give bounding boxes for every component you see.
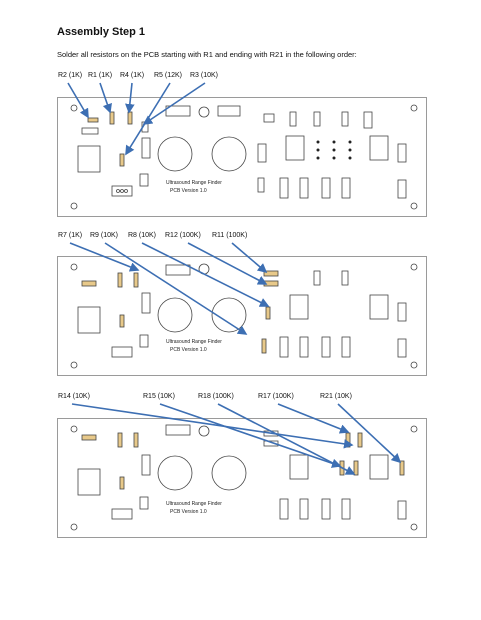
label-r7: R7 (1K): [58, 232, 83, 239]
label-r18: R18 (100K): [198, 393, 234, 400]
pcb-silk-version-2: PCB Version 1.0: [170, 347, 207, 353]
label-r12: R12 (100K): [165, 232, 201, 239]
pcb-silk-version-1: PCB Version 1.0: [170, 188, 207, 194]
label-r15: R15 (10K): [143, 393, 175, 400]
pcb-layout-1: [70, 104, 418, 210]
pcb-layout-2: [70, 263, 418, 369]
pcb-silk-version-3: PCB Version 1.0: [170, 509, 207, 515]
pcb-silk-title-1: Ultrasound Range Finder: [166, 180, 222, 186]
label-r4: R4 (1K): [120, 72, 145, 79]
label-r17: R17 (100K): [258, 393, 294, 400]
label-r5: R5 (12K): [154, 72, 183, 79]
label-r8: R8 (10K): [128, 232, 157, 239]
label-r14: R14 (10K): [58, 393, 90, 400]
pcb-silk-title-2: Ultrasound Range Finder: [166, 339, 222, 345]
label-r11: R11 (100K): [212, 232, 248, 239]
pcb-board-2: Ultrasound Range Finder PCB Version 1.0: [57, 256, 427, 376]
label-r2: R2 (1K): [58, 72, 83, 79]
label-r3: R3 (10K): [190, 72, 219, 79]
page-title: Assembly Step 1: [57, 26, 146, 38]
pcb-layout-3: [70, 424, 418, 531]
pcb-board-3: Ultrasound Range Finder PCB Version 1.0: [57, 418, 427, 538]
instruction-text: Solder all resistors on the PCB starting…: [57, 50, 357, 59]
pcb-board-1: Ultrasound Range Finder PCB Version 1.0: [57, 97, 427, 217]
pcb-silk-title-3: Ultrasound Range Finder: [166, 501, 222, 507]
label-r1: R1 (1K): [88, 72, 113, 79]
label-r9: R9 (10K): [90, 232, 119, 239]
label-r21: R21 (10K): [320, 393, 352, 400]
